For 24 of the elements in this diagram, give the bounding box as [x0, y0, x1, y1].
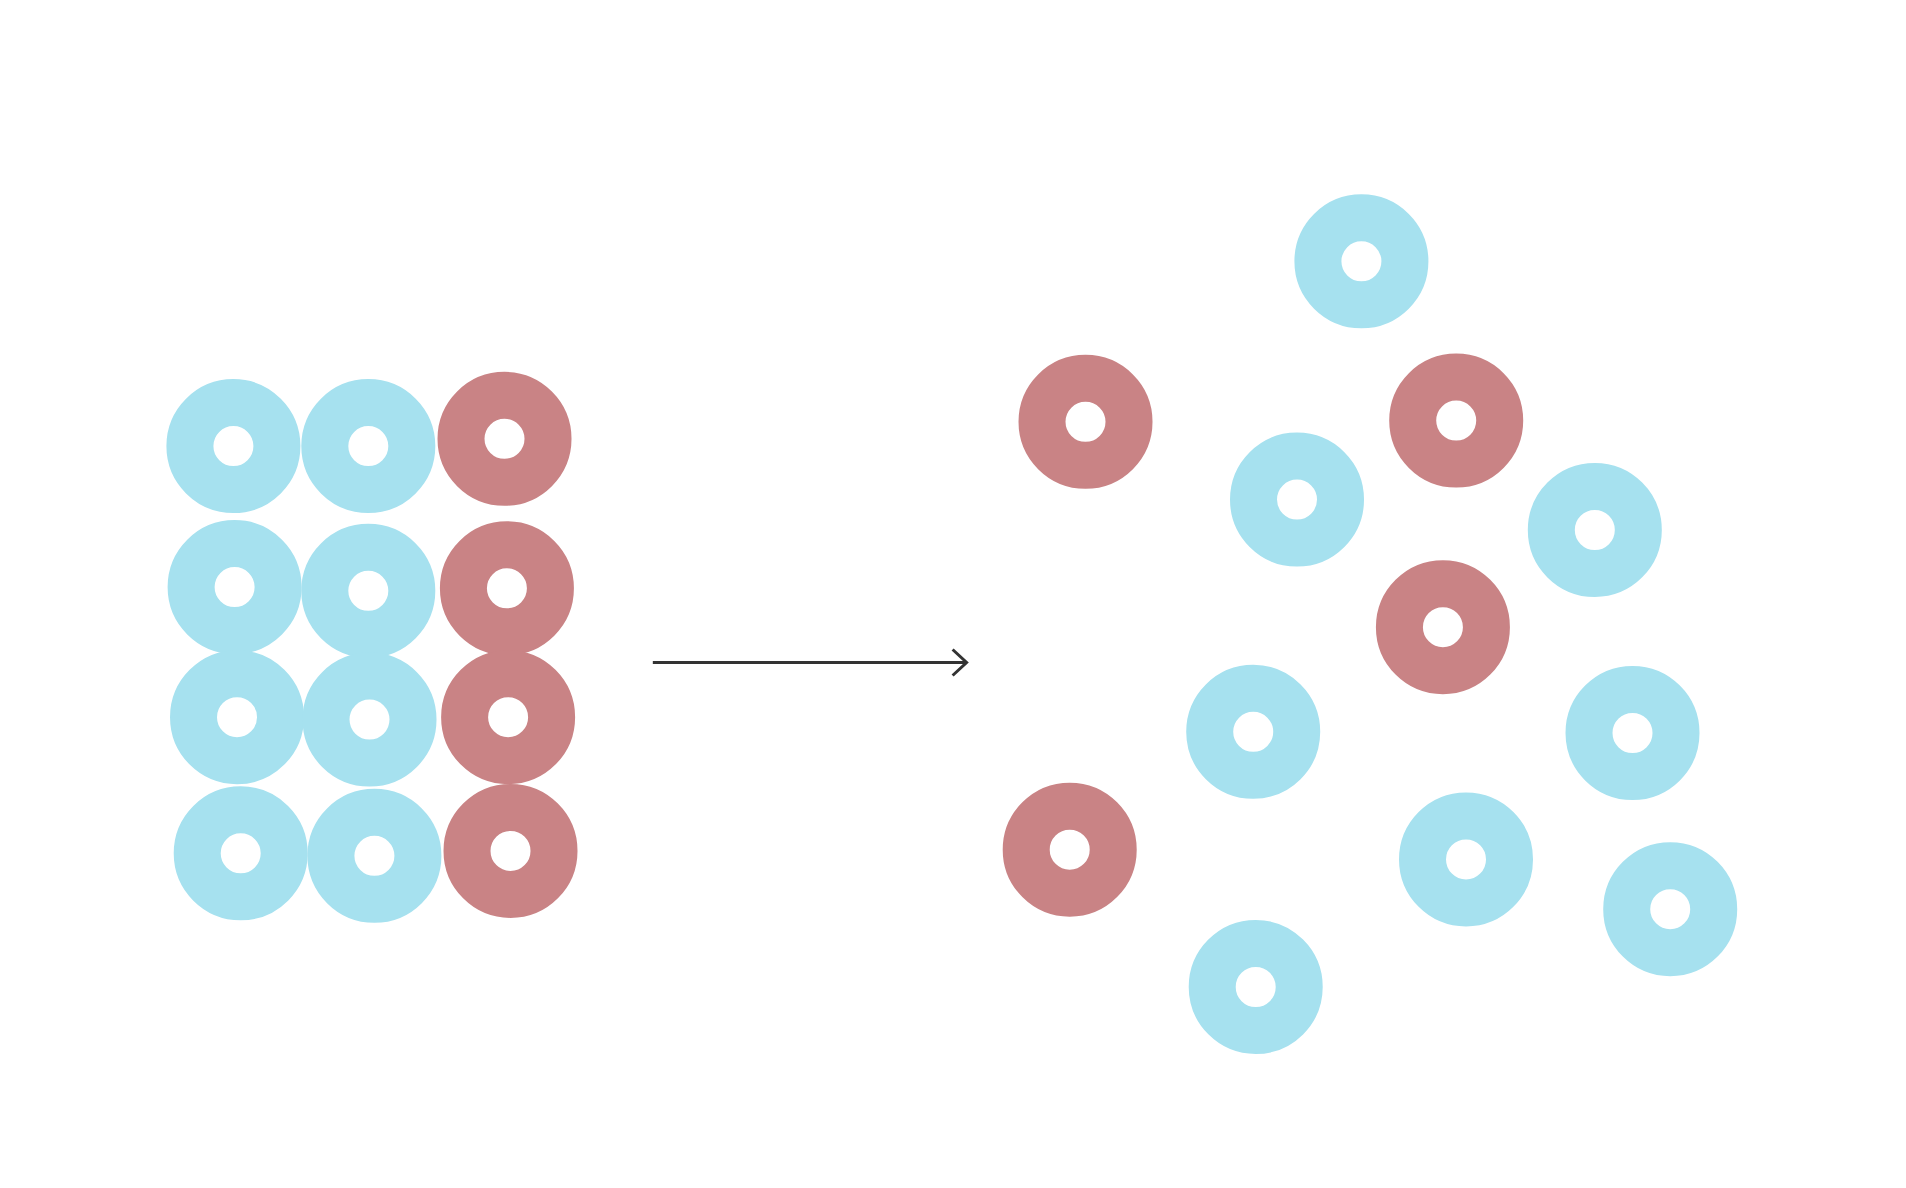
ring	[1186, 664, 1321, 799]
ring	[1188, 920, 1323, 1054]
ring	[1603, 842, 1738, 977]
ring	[173, 786, 308, 921]
ring	[437, 371, 572, 506]
ring	[1399, 792, 1533, 927]
ring	[166, 379, 301, 514]
ring	[1002, 782, 1137, 917]
ring	[441, 650, 576, 785]
ring	[1565, 666, 1700, 800]
ring	[302, 652, 437, 787]
ring	[307, 788, 442, 923]
ring	[301, 379, 436, 514]
ring	[443, 783, 578, 918]
ring	[301, 523, 436, 658]
ring	[170, 650, 304, 785]
ring	[1527, 463, 1662, 597]
ring	[1375, 560, 1510, 695]
ring	[1294, 194, 1429, 329]
ring	[1230, 432, 1364, 567]
ring	[1018, 354, 1153, 489]
ring	[167, 520, 302, 655]
ring	[1389, 353, 1524, 488]
ring	[439, 521, 574, 656]
